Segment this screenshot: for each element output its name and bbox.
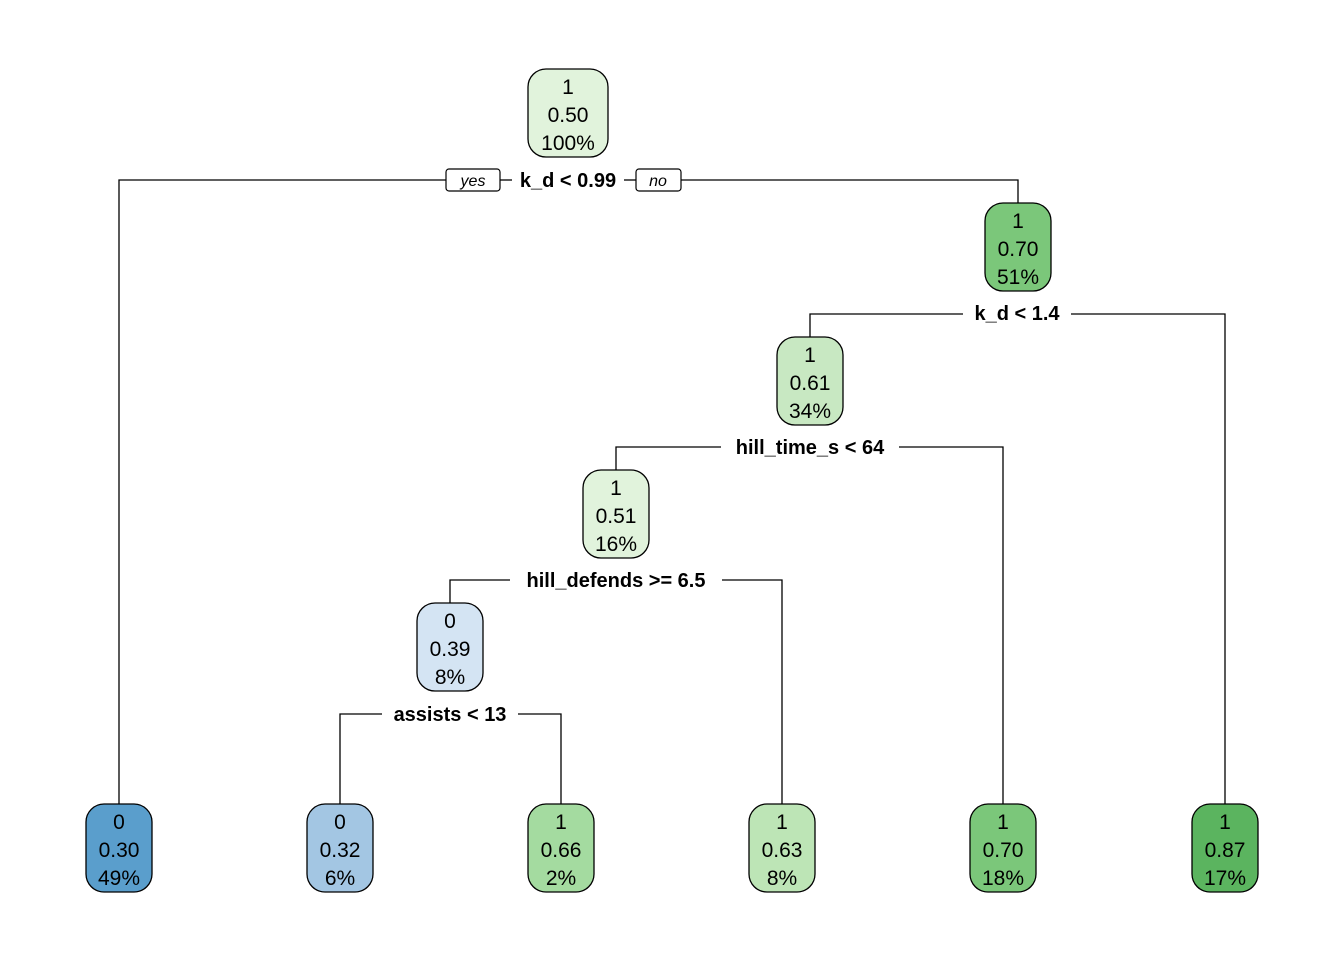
edge-s6-left <box>615 446 721 470</box>
node-pct: 8% <box>767 867 797 890</box>
node-box <box>776 336 844 426</box>
node-pct: 18% <box>982 867 1024 890</box>
node-6: 1 0.61 34% <box>776 336 844 426</box>
node-class: 1 <box>776 811 788 834</box>
edge-s12-left <box>449 579 510 603</box>
node-prob: 0.70 <box>983 839 1024 862</box>
node-pct: 8% <box>435 666 465 689</box>
split-label-assists: assists < 13 <box>394 704 507 726</box>
edge-root-right <box>681 179 1019 203</box>
node-pct: 6% <box>325 867 355 890</box>
node-class: 1 <box>562 76 574 99</box>
node-box <box>582 469 650 559</box>
node-24: 0 0.39 8% <box>416 602 484 692</box>
yes-tag: yes <box>445 168 501 192</box>
split-label-k-d-14: k_d < 1.4 <box>974 303 1060 325</box>
node-root: 1 0.50 100% <box>527 68 609 158</box>
node-class: 1 <box>804 344 816 367</box>
edge-s3-left <box>809 313 963 337</box>
node-class: 1 <box>997 811 1009 834</box>
node-box <box>527 803 595 893</box>
leaf-node-7: 1 0.87 17% <box>1191 803 1259 893</box>
split-label-hill-time-s: hill_time_s < 64 <box>736 437 885 459</box>
node-class: 1 <box>1012 210 1024 233</box>
node-pct: 2% <box>546 867 576 890</box>
node-box <box>984 202 1052 292</box>
node-class: 0 <box>113 811 125 834</box>
node-pct: 17% <box>1204 867 1246 890</box>
node-pct: 16% <box>595 533 637 556</box>
yes-tag-label: yes <box>460 173 486 190</box>
node-prob: 0.39 <box>430 638 471 661</box>
leaf-node-13: 1 0.70 18% <box>969 803 1037 893</box>
leaf-node-2: 0 0.30 49% <box>85 803 153 893</box>
edge-s3-right <box>1071 313 1226 804</box>
node-prob: 0.61 <box>790 372 831 395</box>
node-prob: 0.87 <box>1205 839 1246 862</box>
node-pct: 51% <box>997 266 1039 289</box>
yes-tag-box <box>445 168 501 192</box>
node-prob: 0.63 <box>762 839 803 862</box>
split-label-k-d-099: k_d < 0.99 <box>520 170 616 192</box>
node-class: 1 <box>610 477 622 500</box>
node-box <box>416 602 484 692</box>
no-tag-label: no <box>649 173 667 190</box>
leaf-node-49: 1 0.66 2% <box>527 803 595 893</box>
no-tag: no <box>635 168 682 192</box>
node-pct: 49% <box>98 867 140 890</box>
edge-s12-right <box>722 579 783 804</box>
node-box <box>748 803 816 893</box>
node-box <box>306 803 374 893</box>
node-pct: 100% <box>541 132 595 155</box>
node-prob: 0.50 <box>548 104 589 127</box>
node-prob: 0.70 <box>998 238 1039 261</box>
edge-s24-right <box>518 713 562 804</box>
node-box <box>527 68 609 158</box>
no-tag-box <box>635 168 682 192</box>
split-label-hill-defends: hill_defends >= 6.5 <box>527 570 706 592</box>
node-prob: 0.30 <box>99 839 140 862</box>
tree-edges <box>118 179 1226 804</box>
node-class: 0 <box>334 811 346 834</box>
leaf-node-48: 0 0.32 6% <box>306 803 374 893</box>
node-prob: 0.66 <box>541 839 582 862</box>
node-prob: 0.32 <box>320 839 361 862</box>
node-prob: 0.51 <box>596 505 637 528</box>
edge-s6-right <box>899 446 1004 804</box>
node-pct: 34% <box>789 400 831 423</box>
node-box <box>1191 803 1259 893</box>
node-3: 1 0.70 51% <box>984 202 1052 292</box>
node-class: 1 <box>555 811 567 834</box>
node-box <box>969 803 1037 893</box>
leaf-node-25: 1 0.63 8% <box>748 803 816 893</box>
node-class: 1 <box>1219 811 1231 834</box>
node-12: 1 0.51 16% <box>582 469 650 559</box>
edge-root-left <box>118 179 446 804</box>
node-class: 0 <box>444 610 456 633</box>
node-box <box>85 803 153 893</box>
edge-s24-left <box>339 713 382 804</box>
